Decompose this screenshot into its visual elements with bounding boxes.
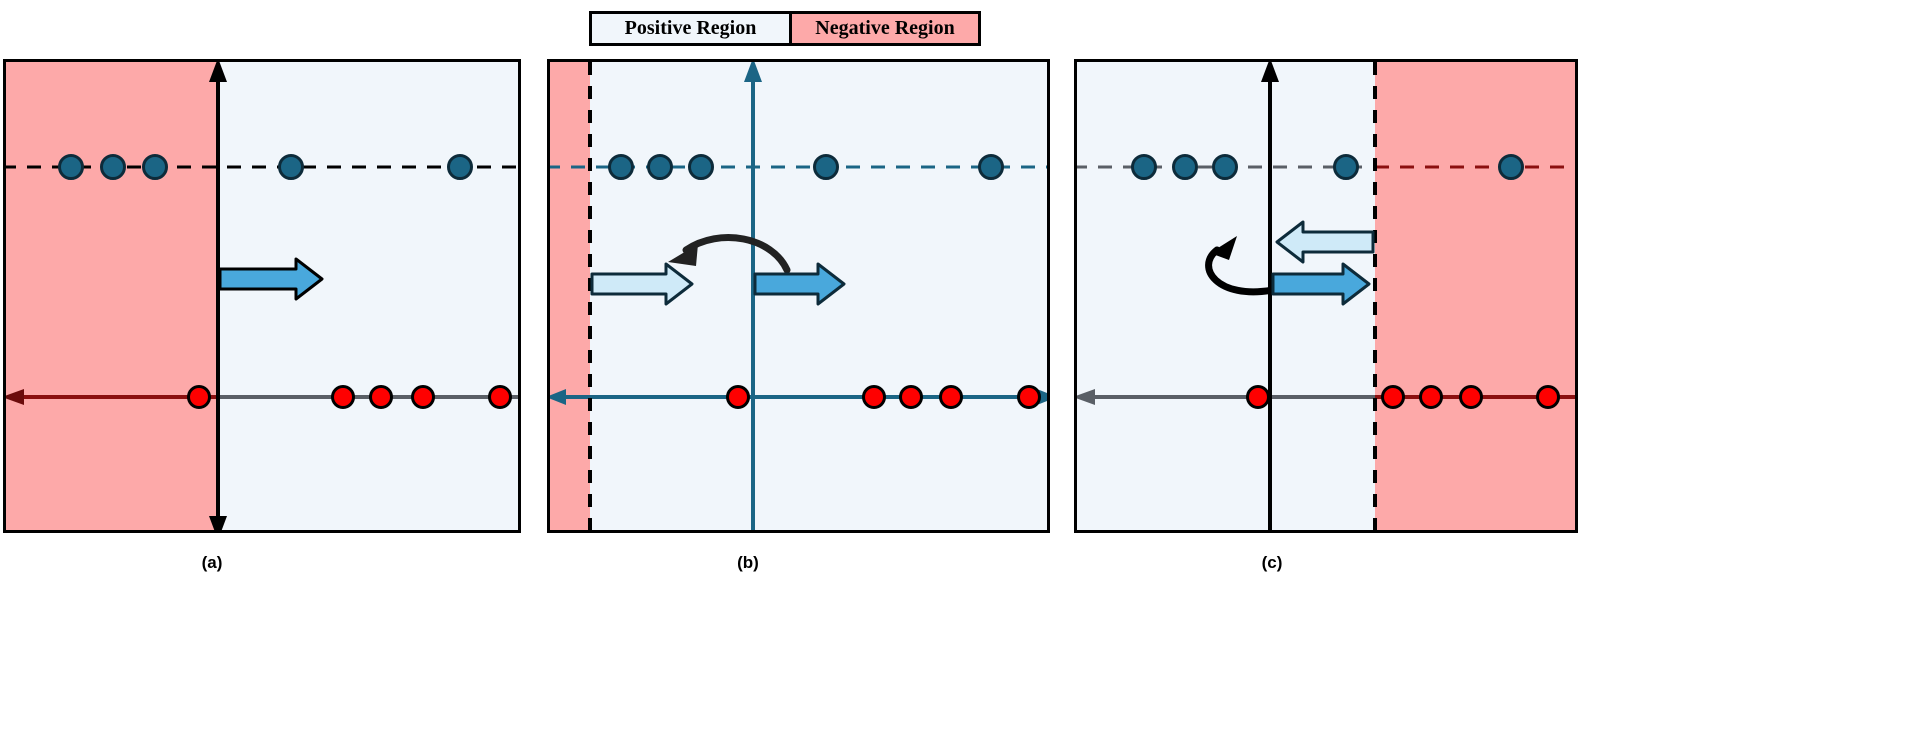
panel-b-graphics <box>550 62 1047 530</box>
panel-label-a: (a) <box>201 553 223 572</box>
panel-c-graphics <box>1077 62 1575 530</box>
negative-region-a <box>6 62 218 530</box>
red-dot <box>939 385 963 409</box>
hollow-blue-right-arrow-b <box>590 262 694 306</box>
red-dot <box>488 385 512 409</box>
blue-dot <box>142 154 168 180</box>
solid-blue-right-arrow-c <box>1271 262 1371 306</box>
red-dot <box>899 385 923 409</box>
blue-dot <box>1212 154 1238 180</box>
blue-dot <box>1131 154 1157 180</box>
curved-arrow-left-b <box>668 234 791 274</box>
panel-b <box>547 59 1050 533</box>
legend-item-negative-region: Negative Region <box>792 14 978 43</box>
blue-dot <box>647 154 673 180</box>
red-dot <box>1459 385 1483 409</box>
panel-c <box>1074 59 1578 533</box>
up-arrowhead-a <box>209 62 227 82</box>
blue-dot <box>1333 154 1359 180</box>
left-arrowhead-b <box>550 389 566 405</box>
negative-region-b <box>550 62 590 530</box>
red-dot <box>726 385 750 409</box>
up-arrowhead-b <box>744 62 762 82</box>
blue-dot <box>278 154 304 180</box>
blue-dot <box>608 154 634 180</box>
red-dot <box>862 385 886 409</box>
red-dot <box>411 385 435 409</box>
red-dot <box>331 385 355 409</box>
red-dot <box>1017 385 1041 409</box>
blue-dot <box>1172 154 1198 180</box>
blue-dot <box>1498 154 1524 180</box>
solid-blue-right-arrow-a <box>218 257 324 301</box>
red-dot <box>1536 385 1560 409</box>
down-arrowhead-a <box>209 516 227 530</box>
red-dot <box>1246 385 1270 409</box>
blue-dot <box>447 154 473 180</box>
blue-dot <box>100 154 126 180</box>
red-dot <box>369 385 393 409</box>
left-arrowhead-a <box>6 389 24 405</box>
red-dot <box>1381 385 1405 409</box>
panel-label-b: (b) <box>737 553 759 572</box>
panel-a-graphics <box>6 62 518 530</box>
up-arrowhead-c <box>1261 62 1279 82</box>
blue-dot <box>978 154 1004 180</box>
blue-dot <box>688 154 714 180</box>
panel-a <box>3 59 521 533</box>
region-legend: Positive Region Negative Region <box>589 11 981 46</box>
panel-label-c: (c) <box>1261 553 1283 572</box>
red-dot <box>1419 385 1443 409</box>
red-dot <box>187 385 211 409</box>
negative-region-c <box>1375 62 1575 530</box>
hollow-blue-left-arrow-c <box>1275 220 1375 264</box>
legend-item-positive-region: Positive Region <box>592 14 792 43</box>
curved-arrow-right-c <box>1205 236 1277 296</box>
solid-blue-right-arrow-b <box>753 262 846 306</box>
blue-dot <box>813 154 839 180</box>
left-arrowhead-c <box>1077 389 1095 405</box>
blue-dot <box>58 154 84 180</box>
